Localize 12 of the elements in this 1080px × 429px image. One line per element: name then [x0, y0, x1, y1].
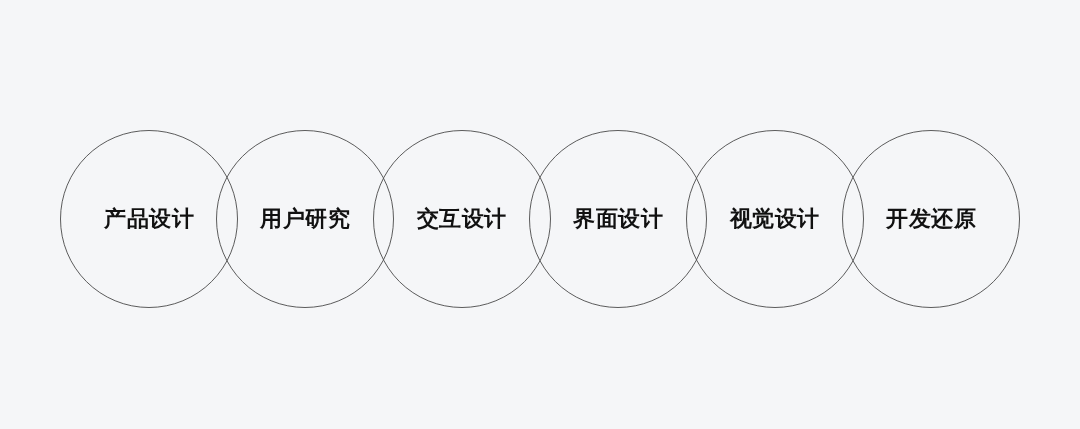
node-label: 视觉设计 [729, 205, 820, 233]
node-label: 交互设计 [416, 205, 507, 233]
node-label: 界面设计 [573, 205, 664, 233]
node-label: 开发还原 [886, 205, 976, 233]
node-label: 用户研究 [260, 205, 351, 233]
node-label: 产品设计 [104, 205, 194, 233]
circle-node [529, 130, 708, 308]
circle-node [685, 130, 864, 308]
circle-node [216, 130, 395, 308]
circle-node [842, 130, 1020, 308]
circle-node [372, 130, 551, 308]
circle-node [60, 130, 238, 308]
